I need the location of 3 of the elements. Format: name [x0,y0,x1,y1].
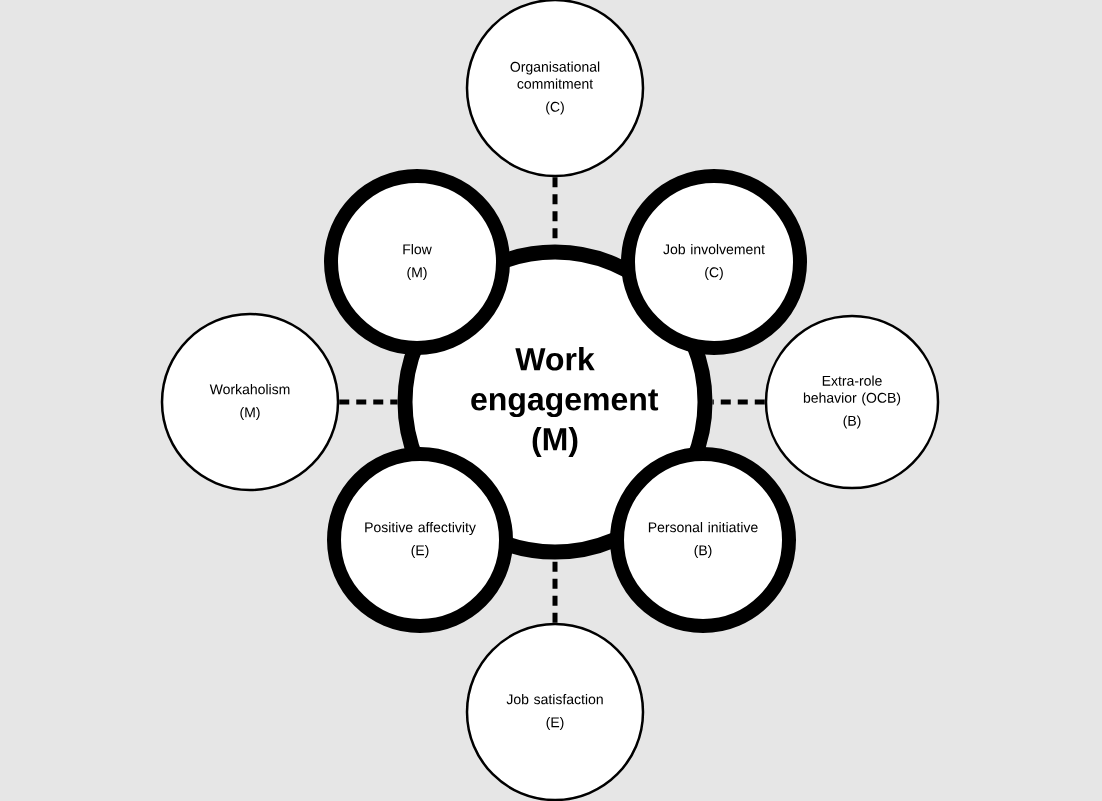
connector-line [712,399,765,405]
connector-line [552,559,558,623]
connector-line [339,399,398,405]
